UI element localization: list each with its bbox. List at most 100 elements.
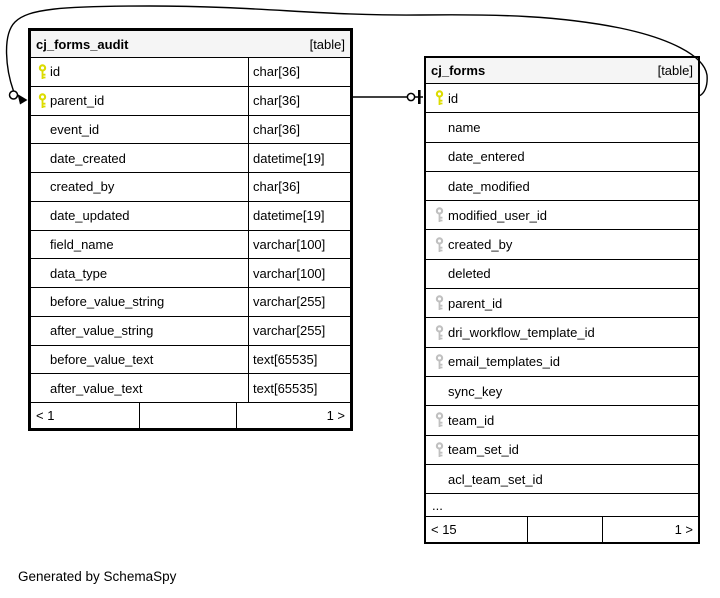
foreign-key-icon	[433, 354, 446, 370]
primary-key-icon	[433, 90, 446, 106]
arrowhead-marker	[17, 94, 28, 105]
column-name: field_name	[50, 236, 114, 252]
column-name: date_entered	[448, 149, 525, 165]
zero-circle-marker	[406, 92, 416, 102]
column-name-cell: date_entered	[426, 143, 698, 171]
primary-key-icon	[36, 92, 48, 109]
table-footer: < 1 1 >	[31, 403, 350, 428]
foreign-key-icon	[433, 324, 446, 341]
column-type: text[65535]	[248, 374, 350, 402]
column-name-cell: created_by	[426, 230, 698, 258]
column-name: created_by	[50, 179, 115, 195]
column-type: varchar[100]	[248, 259, 350, 287]
table-cj_forms: cj_forms [table] id name date_entered date_…	[424, 56, 700, 545]
column-type: text[65535]	[248, 345, 350, 374]
foreign-key-icon	[433, 412, 446, 428]
column-name-cell: created_by	[31, 173, 248, 201]
table-row-id[interactable]: id char[36]	[31, 58, 350, 87]
column-name-cell: modified_user_id	[426, 201, 698, 229]
foreign-key-icon	[433, 207, 446, 223]
column-name-cell: id	[31, 58, 248, 86]
column-name-cell: id	[426, 84, 698, 112]
table-row-before_value_text[interactable]: before_value_text text[65535]	[31, 345, 350, 375]
table-row-id[interactable]: id	[426, 84, 698, 114]
column-type: char[36]	[248, 86, 350, 115]
column-name: before_value_text	[50, 351, 154, 367]
column-name-cell: acl_team_set_id	[426, 465, 698, 493]
column-name: parent_id	[448, 295, 503, 311]
relations-out-count: 1 >	[674, 522, 693, 538]
column-name: modified_user_id	[448, 207, 548, 223]
table-row-email_templates_id[interactable]: email_templates_id	[426, 348, 698, 377]
column-name-cell: after_value_text	[31, 374, 248, 402]
column-name: sync_key	[448, 383, 503, 399]
relations-in-count: < 15	[431, 522, 457, 538]
column-name: before_value_string	[50, 294, 165, 310]
table-row-name[interactable]: name	[426, 113, 698, 143]
column-type: varchar[255]	[248, 316, 350, 345]
column-name-cell: team_set_id	[426, 436, 698, 464]
column-name: id	[448, 90, 459, 106]
column-name: email_templates_id	[448, 354, 561, 370]
table-row-created_by[interactable]: created_by	[426, 230, 698, 260]
table-row-team_id[interactable]: team_id	[426, 406, 698, 436]
column-name-cell: before_value_text	[31, 346, 248, 374]
column-name: deleted	[448, 266, 491, 282]
table-footer: < 15 1 >	[426, 517, 698, 543]
table-row-date_entered[interactable]: date_entered	[426, 143, 698, 172]
column-name: name	[448, 119, 481, 135]
column-name: event_id	[50, 121, 100, 137]
zero-circle-marker	[8, 90, 19, 100]
foreign-key-icon	[433, 441, 446, 458]
column-name: id	[50, 64, 61, 80]
column-name: after_value_string	[50, 323, 154, 339]
column-name: data_type	[50, 265, 108, 281]
table-row-before_value_string[interactable]: before_value_string varchar[255]	[31, 288, 350, 317]
column-name-cell: after_value_string	[31, 317, 248, 345]
column-name-cell: deleted	[426, 260, 698, 288]
column-name: created_by	[448, 237, 513, 253]
table-row-deleted[interactable]: deleted	[426, 260, 698, 290]
table-row-date_created[interactable]: date_created datetime[19]	[31, 144, 350, 173]
column-type: char[36]	[248, 58, 350, 86]
column-name-cell: email_templates_id	[426, 348, 698, 376]
column-name: date_modified	[448, 178, 530, 194]
column-name: dri_workflow_template_id	[448, 325, 595, 341]
table-row-after_value_string[interactable]: after_value_string varchar[255]	[31, 316, 350, 346]
primary-key-icon	[36, 64, 48, 80]
table-row-modified_user_id[interactable]: modified_user_id	[426, 201, 698, 231]
table-row-sync_key[interactable]: sync_key	[426, 377, 698, 407]
column-name-cell: data_type	[31, 259, 248, 287]
table-row-date_modified[interactable]: date_modified	[426, 172, 698, 202]
table-row-after_value_text[interactable]: after_value_text text[65535]	[31, 374, 350, 403]
foreign-key-icon	[433, 236, 446, 253]
footer-spacer	[526, 517, 603, 543]
column-name-cell: field_name	[31, 231, 248, 259]
column-name-cell: name	[426, 113, 698, 141]
table-row-acl_team_set_id[interactable]: acl_team_set_id	[426, 465, 698, 495]
column-name: date_created	[50, 150, 126, 166]
table-title[interactable]: cj_forms_audit	[36, 36, 129, 52]
table-header[interactable]: cj_forms_audit [table]	[31, 31, 350, 58]
column-type: datetime[19]	[248, 144, 350, 172]
table-title[interactable]: cj_forms	[431, 63, 486, 78]
table-row-team_set_id[interactable]: team_set_id	[426, 436, 698, 465]
column-name: after_value_text	[50, 380, 143, 396]
column-type: varchar[100]	[248, 230, 350, 259]
table-header[interactable]: cj_forms [table]	[426, 58, 698, 84]
table-row-dri_workflow_template_id[interactable]: dri_workflow_template_id	[426, 318, 698, 348]
column-name-cell: parent_id	[31, 87, 248, 115]
column-type: varchar[255]	[248, 288, 350, 316]
table-row-parent_id[interactable]: parent_id	[426, 289, 698, 319]
table-type-badge: [table]	[657, 63, 693, 78]
table-row-field_name[interactable]: field_name varchar[100]	[31, 230, 350, 260]
column-name: date_updated	[50, 208, 130, 224]
table-row-data_type[interactable]: data_type varchar[100]	[31, 259, 350, 288]
more-columns-ellipsis: ...	[426, 494, 698, 518]
one-bar-marker	[418, 90, 421, 104]
